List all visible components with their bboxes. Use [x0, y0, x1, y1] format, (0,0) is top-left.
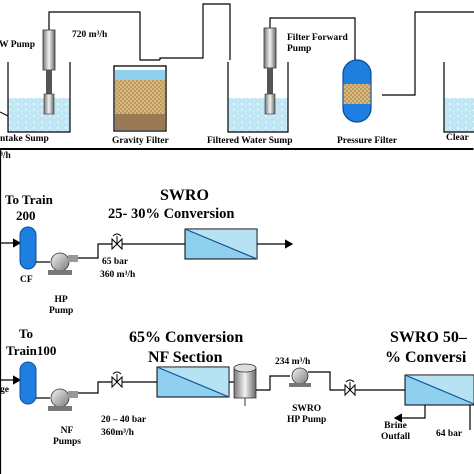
- nf-pumps-label: NF Pumps: [53, 426, 81, 448]
- clear-tank-label: Clear: [446, 133, 469, 143]
- intake-sump-label: ntake Sump: [0, 134, 49, 144]
- swro-valve: [344, 379, 356, 397]
- pressure-filter-label: Pressure Filter: [337, 136, 398, 146]
- brine-outfall-label: Brine Outfall: [381, 421, 411, 443]
- pretreatment-section: [0, 3, 474, 133]
- bar-label-bottom: 64 bar: [436, 429, 463, 439]
- control-valve: [111, 233, 123, 251]
- train100-line1: To: [19, 326, 33, 341]
- cf-vessel-2: [19, 361, 37, 405]
- flow-label-mid: 360 m³/h: [100, 270, 136, 280]
- intake-sump: [0, 62, 71, 133]
- forward-pipe: [269, 17, 356, 60]
- swro-title-2-line1: SWRO 50–: [390, 329, 467, 346]
- swro-membrane: [184, 228, 258, 260]
- flow2-label-bottom: 360m³/h: [101, 428, 134, 438]
- pressure-filter: [342, 59, 372, 123]
- train100-section: [0, 361, 474, 430]
- cf-label: CF: [20, 275, 33, 285]
- hp-pump: [48, 252, 78, 275]
- intake-pump: [42, 29, 56, 115]
- filter-forward-pump-label: Filter Forward Pump: [287, 33, 348, 54]
- swro-title: SWRO: [160, 187, 209, 204]
- clear-water-tank: [443, 62, 474, 133]
- nf-membrane: [156, 366, 230, 398]
- interstage-tank: [233, 363, 257, 406]
- filter-forward-pump: [263, 27, 277, 115]
- nf-title-line1: 65% Conversion: [129, 329, 244, 346]
- gravity-outlet-pipe: [159, 3, 231, 60]
- gravity-filter-label: Gravity Filter: [112, 136, 169, 146]
- flow-label-bottom: 234 m³/h: [275, 357, 311, 367]
- swro-title-2-line2: % Conversi: [385, 349, 467, 366]
- swro-membrane-2: [404, 374, 474, 406]
- left-fragment: ge: [0, 385, 9, 395]
- swro-hp-pump: [289, 367, 311, 387]
- train200-line1: To Train: [5, 192, 53, 207]
- nf-pump: [48, 388, 78, 411]
- swro-hp-pump-label: SWRO HP Pump: [287, 404, 327, 426]
- intake-pump-label: W Pump: [0, 40, 35, 50]
- gravity-filter: [113, 65, 167, 132]
- train200-section: [0, 226, 294, 275]
- cf-vessel: [19, 226, 37, 270]
- flow-label-top: 720 m³/h: [72, 30, 108, 40]
- train100-line2: Train100: [6, 343, 57, 358]
- nf-title-line2: NF Section: [148, 349, 223, 366]
- filtered-water-sump: [227, 62, 289, 133]
- flow-fragment: ³/h: [0, 151, 11, 161]
- pressure-label-mid: 65 bar: [102, 257, 129, 267]
- intake-pipe: [48, 11, 160, 61]
- section-divider: [0, 148, 474, 150]
- pressure-outlet-pipe: [382, 11, 474, 96]
- pressure-label-bottom: 20 – 40 bar: [101, 415, 147, 425]
- hp-pump-label: HP Pump: [49, 295, 74, 317]
- nf-valve: [111, 371, 123, 389]
- swro-conversion: 25- 30% Conversion: [108, 206, 235, 222]
- train200-line2: 200: [16, 208, 36, 223]
- filtered-water-sump-label: Filtered Water Sump: [207, 136, 293, 146]
